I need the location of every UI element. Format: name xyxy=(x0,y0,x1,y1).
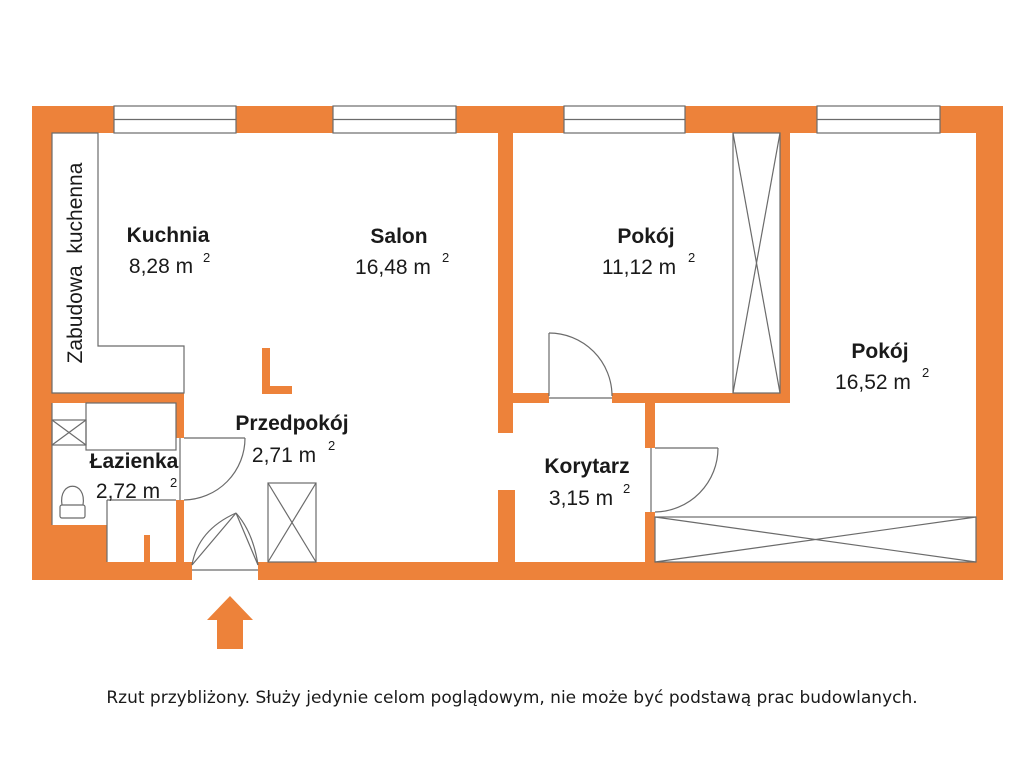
shower-outline xyxy=(106,499,176,562)
room-name-pokoj2: Pokój xyxy=(851,340,908,363)
pokoj1-bottom-wall-right xyxy=(612,393,790,403)
room-area-korytarz: 3,15 m xyxy=(549,487,613,510)
sup-kuchnia: 2 xyxy=(203,250,210,265)
salon-korytarz-wall xyxy=(498,490,515,562)
kitchen-counter xyxy=(51,132,185,394)
kitchen-partition-horizontal xyxy=(262,386,292,394)
bathroom-corner-wall xyxy=(32,525,107,580)
door-bathroom xyxy=(179,437,246,501)
room-area-salon: 16,48 m xyxy=(355,256,431,279)
window-pokoj1 xyxy=(563,105,686,134)
wardrobe-hall xyxy=(267,482,317,563)
bottom-wall-right xyxy=(258,562,1003,580)
room-area-kuchnia: 8,28 m xyxy=(129,255,193,278)
window-kitchen xyxy=(113,105,237,134)
room-name-lazienka: Łazienka xyxy=(90,450,179,473)
korytarz-right-wall-low xyxy=(645,512,655,562)
doors xyxy=(179,332,719,571)
sup-przedpokoj: 2 xyxy=(328,438,335,453)
room-name-przedpokoj: Przedpokój xyxy=(235,412,348,435)
bathroom-stub xyxy=(144,535,150,562)
pokoj-divider-wall xyxy=(780,133,790,395)
room-name-kuchnia: Kuchnia xyxy=(127,224,210,247)
washing-machine xyxy=(51,419,87,446)
sup-lazienka: 2 xyxy=(170,475,177,490)
sup-salon: 2 xyxy=(442,250,449,265)
window-pokoj2 xyxy=(816,105,941,134)
windows xyxy=(113,105,941,134)
door-entrance xyxy=(191,512,259,571)
wardrobe-pokoj1 xyxy=(732,132,781,394)
door-pokoj1 xyxy=(548,332,613,399)
disclaimer: Rzut przybliżony. Służy jedynie celom po… xyxy=(106,688,918,708)
top-wall-seg-3 xyxy=(456,106,564,133)
wardrobe-pokoj2 xyxy=(654,516,977,563)
bathroom-top-wall xyxy=(52,393,184,403)
door-pokoj2 xyxy=(650,447,719,513)
kitchen-cabinets-label: Zabudowa kuchenna xyxy=(64,162,87,363)
top-wall-seg-4 xyxy=(685,106,817,133)
left-outer-wall xyxy=(32,106,52,580)
sup-pokoj2: 2 xyxy=(922,365,929,380)
room-area-lazienka: 2,72 m xyxy=(96,480,160,503)
top-wall-seg-2 xyxy=(236,106,333,133)
room-area-pokoj1: 11,12 m xyxy=(602,256,676,279)
room-area-przedpokoj: 2,71 m xyxy=(252,444,316,467)
bathroom-right-wall-bottom xyxy=(176,500,184,562)
room-labels: Kuchnia 8,28 m 2 Salon 16,48 m 2 Pokój 1… xyxy=(64,162,929,510)
window-salon xyxy=(332,105,457,134)
right-outer-wall xyxy=(976,106,1003,580)
toilet-icon xyxy=(59,485,86,519)
korytarz-right-wall xyxy=(645,393,655,448)
up-arrow-icon xyxy=(207,596,253,649)
room-name-pokoj1: Pokój xyxy=(617,225,674,248)
walls xyxy=(32,106,1003,580)
fixtures xyxy=(51,132,977,563)
room-name-salon: Salon xyxy=(370,225,427,248)
bathroom-right-wall-top xyxy=(176,393,184,438)
sup-pokoj1: 2 xyxy=(688,250,695,265)
room-area-pokoj2: 16,52 m xyxy=(835,371,911,394)
sup-korytarz: 2 xyxy=(623,481,630,496)
pokoj1-bottom-wall-left xyxy=(513,393,549,403)
room-name-korytarz: Korytarz xyxy=(544,455,629,478)
kitchen-partition-vertical xyxy=(262,348,270,394)
salon-pokoj-wall xyxy=(498,133,513,433)
bathtub-edge xyxy=(85,402,177,451)
